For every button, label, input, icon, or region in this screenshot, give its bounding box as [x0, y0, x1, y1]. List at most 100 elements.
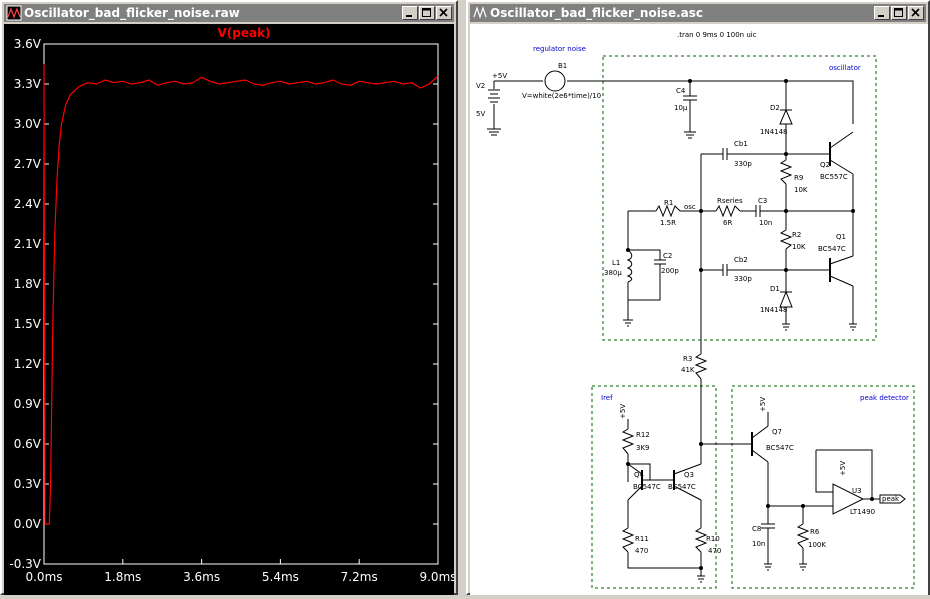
- schematic-icon: [473, 6, 487, 19]
- y-tick-label: 0.6V: [14, 437, 42, 451]
- q2-label: Q2: [820, 161, 830, 169]
- q4-value: BC547C: [633, 483, 661, 491]
- wires: [487, 80, 880, 583]
- r1-value: 1.5R: [660, 219, 676, 227]
- plot-frame: [43, 43, 439, 565]
- q4-label: Q4: [634, 471, 645, 479]
- c3-cap: [755, 205, 761, 217]
- y-tick-label: 0.0V: [14, 517, 42, 531]
- u3-value: LT1490: [850, 508, 875, 516]
- b1-expr: V=white(2e6*time)/10: [522, 92, 601, 100]
- waveform-chart[interactable]: 3.6V3.3V3.0V2.7V2.4V2.1V1.8V1.5V1.2V0.9V…: [4, 24, 456, 595]
- minimize-button[interactable]: [402, 6, 418, 20]
- r3-value: 41K: [681, 366, 695, 374]
- c4-value: 10µ: [674, 104, 688, 112]
- l1-value: 380µ: [604, 269, 622, 277]
- r12-net-label: +5V: [619, 404, 627, 419]
- minimize-icon: [878, 15, 884, 17]
- r9-res: [779, 159, 793, 185]
- close-button[interactable]: [436, 6, 452, 20]
- r6-label: R6: [810, 528, 820, 536]
- r9-value: 10K: [794, 186, 808, 194]
- close-icon: [439, 8, 448, 17]
- q1-label: Q1: [836, 233, 846, 241]
- d2-diode: [779, 108, 793, 125]
- q1-value: BC547C: [818, 245, 846, 253]
- r3-res: [694, 353, 708, 380]
- u3-net-label: +5V: [839, 461, 847, 476]
- x-tick-label: 7.2ms: [341, 570, 378, 584]
- r6-value: 100K: [808, 541, 826, 549]
- chart-axes: [43, 43, 439, 565]
- rseries-res: [715, 204, 741, 218]
- q7-value: BC547C: [766, 444, 794, 452]
- q2-value: BC557C: [820, 173, 848, 181]
- l1-label: L1: [612, 259, 620, 267]
- r12-res: [621, 428, 635, 455]
- v2-source: [488, 89, 500, 103]
- c4-label: C4: [676, 87, 686, 95]
- peak-port[interactable]: [879, 494, 906, 504]
- junctions: [626, 79, 874, 570]
- cb2-cap: [722, 264, 728, 276]
- d2-value: 1N4148: [760, 128, 788, 136]
- waveform-titlebar[interactable]: Oscillator_bad_flicker_noise.raw: [4, 4, 454, 22]
- schematic-canvas[interactable]: .tran 0 9ms 0 100n uic regulator noise o…: [470, 24, 928, 595]
- r1-label: R1: [664, 199, 673, 207]
- osc-label: osc: [684, 203, 696, 211]
- c8-cap: [761, 523, 775, 529]
- y-tick-label: 0.3V: [14, 477, 42, 491]
- series-line-v-peak[interactable]: [43, 63, 439, 525]
- r2-res: [779, 229, 793, 250]
- y-tick-label: 3.6V: [14, 37, 42, 51]
- schematic-titlebar[interactable]: Oscillator_bad_flicker_noise.asc: [470, 4, 926, 22]
- maximize-icon: [894, 8, 903, 17]
- y-tick-label: 2.7V: [14, 157, 42, 171]
- schematic-drawing[interactable]: .tran 0 9ms 0 100n uic regulator noise o…: [470, 24, 928, 595]
- component-labels: V2 +5V 5V B1 V=white(2e6*time)/10 C4 10µ…: [476, 62, 900, 555]
- c4-cap: [683, 95, 697, 101]
- r2-label: R2: [792, 231, 801, 239]
- x-tick-label: 1.8ms: [104, 570, 141, 584]
- iref-box: [591, 385, 717, 589]
- c2-label: C2: [663, 252, 672, 260]
- schematic-window[interactable]: Oscillator_bad_flicker_noise.asc .tran 0…: [466, 0, 930, 595]
- x-tick-label: 5.4ms: [262, 570, 299, 584]
- maximize-button[interactable]: [891, 6, 907, 20]
- close-button[interactable]: [908, 6, 924, 20]
- r11-label: R11: [635, 535, 649, 543]
- c3-value: 10n: [759, 219, 772, 227]
- peak-label[interactable]: peak: [882, 495, 900, 503]
- c8-label: C8: [752, 525, 761, 533]
- oscillator-label: oscillator: [829, 64, 861, 72]
- u3-label: U3: [852, 487, 862, 495]
- r2-value: 10K: [792, 243, 806, 251]
- y-tick-label: 0.9V: [14, 397, 42, 411]
- v2-net-label: +5V: [492, 72, 507, 80]
- minimize-button[interactable]: [874, 6, 890, 20]
- c2-value: 200p: [661, 267, 679, 275]
- close-icon: [911, 8, 920, 17]
- regulator-noise-label: regulator noise: [533, 45, 586, 53]
- chart-series[interactable]: [43, 63, 439, 525]
- schematic-title: Oscillator_bad_flicker_noise.asc: [490, 6, 703, 20]
- spice-directive[interactable]: .tran 0 9ms 0 100n uic: [677, 31, 757, 39]
- r11-res: [621, 527, 635, 553]
- legend-v-peak[interactable]: V(peak): [217, 26, 270, 40]
- waveform-title: Oscillator_bad_flicker_noise.raw: [24, 6, 240, 20]
- c2-cap: [654, 259, 666, 265]
- maximize-button[interactable]: [419, 6, 435, 20]
- q3-value: BC547C: [668, 483, 696, 491]
- r10-res: [694, 527, 708, 553]
- rseries-label: Rseries: [717, 197, 743, 205]
- cb1-value: 330p: [734, 160, 752, 168]
- v2-value: 5V: [476, 110, 485, 118]
- y-tick-label: -0.3V: [9, 557, 41, 571]
- q3-label: Q3: [684, 471, 694, 479]
- r12-value: 3K9: [636, 444, 650, 452]
- peak-detector-label: peak detector: [860, 394, 909, 402]
- waveform-icon: [6, 5, 22, 21]
- r10-value: 470: [708, 547, 721, 555]
